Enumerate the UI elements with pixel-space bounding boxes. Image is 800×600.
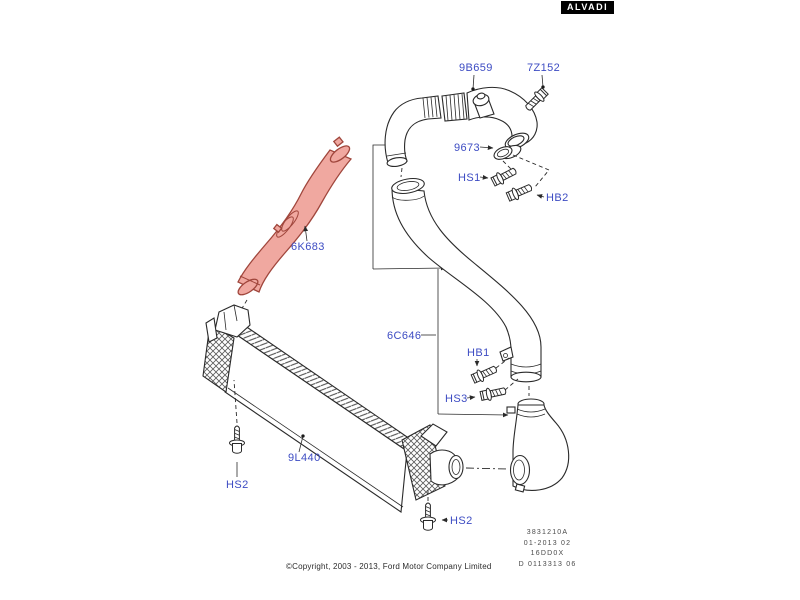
dash-hb1-to-tab [495, 357, 510, 369]
plate-line-4: D 0113313 06 [518, 560, 577, 568]
part-label-hs2-left: HS2 [226, 479, 249, 491]
part-label-6c646: 6C646 [387, 330, 421, 342]
intercooler-left-bracket [205, 304, 251, 343]
part-label-hb1: HB1 [467, 347, 490, 359]
drawing-plate-block: 3831210A 01-2013 02 16DD0X D 0113313 06 [495, 528, 600, 570]
copyright-text: ©Copyright, 2003 - 2013, Ford Motor Comp… [286, 562, 492, 571]
upper-duct-9b659 [384, 86, 538, 167]
screw-hs2-right [420, 502, 436, 531]
leader-lines [236, 74, 545, 523]
seal-ring-9673 [493, 146, 513, 160]
dash-seal-to-bolt [502, 160, 513, 171]
centerline-outlet-to-hose [465, 467, 508, 470]
part-label-9l440: 9L440 [288, 452, 321, 464]
hose-clamp [272, 210, 299, 238]
part-label-hb2: HB2 [546, 192, 569, 204]
alvadi-logo: ALVADI [561, 1, 615, 14]
part-label-9b659: 9B659 [459, 62, 493, 74]
dash-elbow-to-pipe [400, 167, 403, 178]
bolt-hb2 [505, 180, 535, 204]
lower-hose [506, 386, 570, 493]
intercooler-9l440 [202, 304, 464, 513]
part-label-hs2-right: HS2 [450, 515, 473, 527]
hose-6k683-highlighted [237, 136, 353, 296]
part-label-6k683: 6K683 [291, 241, 325, 253]
bolt-hb1 [469, 362, 500, 386]
bolt-hs1 [489, 164, 519, 189]
part-labels: 9B659 7Z152 9673 HS1 HB2 6K683 6C646 HB1… [226, 62, 569, 527]
plate-line-2: 01-2013 02 [523, 539, 572, 547]
intercooler-right-bracket [420, 423, 448, 447]
pipe-6c646 [391, 177, 542, 383]
plate-line-3: 16DD0X [530, 550, 565, 557]
part-label-hs3: HS3 [445, 393, 468, 405]
dash-duct-to-bolt [512, 154, 550, 188]
screw-hs2-left [229, 425, 245, 454]
dash-hs3-to-tab [504, 378, 519, 391]
plate-line-1: 3831210A [526, 529, 569, 536]
bolt-hs3 [479, 384, 508, 403]
dash-hs2-left-to-tank [233, 379, 238, 424]
map-sensor [472, 92, 495, 119]
part-label-7z152: 7Z152 [527, 62, 560, 74]
intercooler-outlet [429, 449, 464, 486]
part-label-hs1: HS1 [458, 172, 481, 184]
part-label-9673: 9673 [454, 142, 480, 154]
